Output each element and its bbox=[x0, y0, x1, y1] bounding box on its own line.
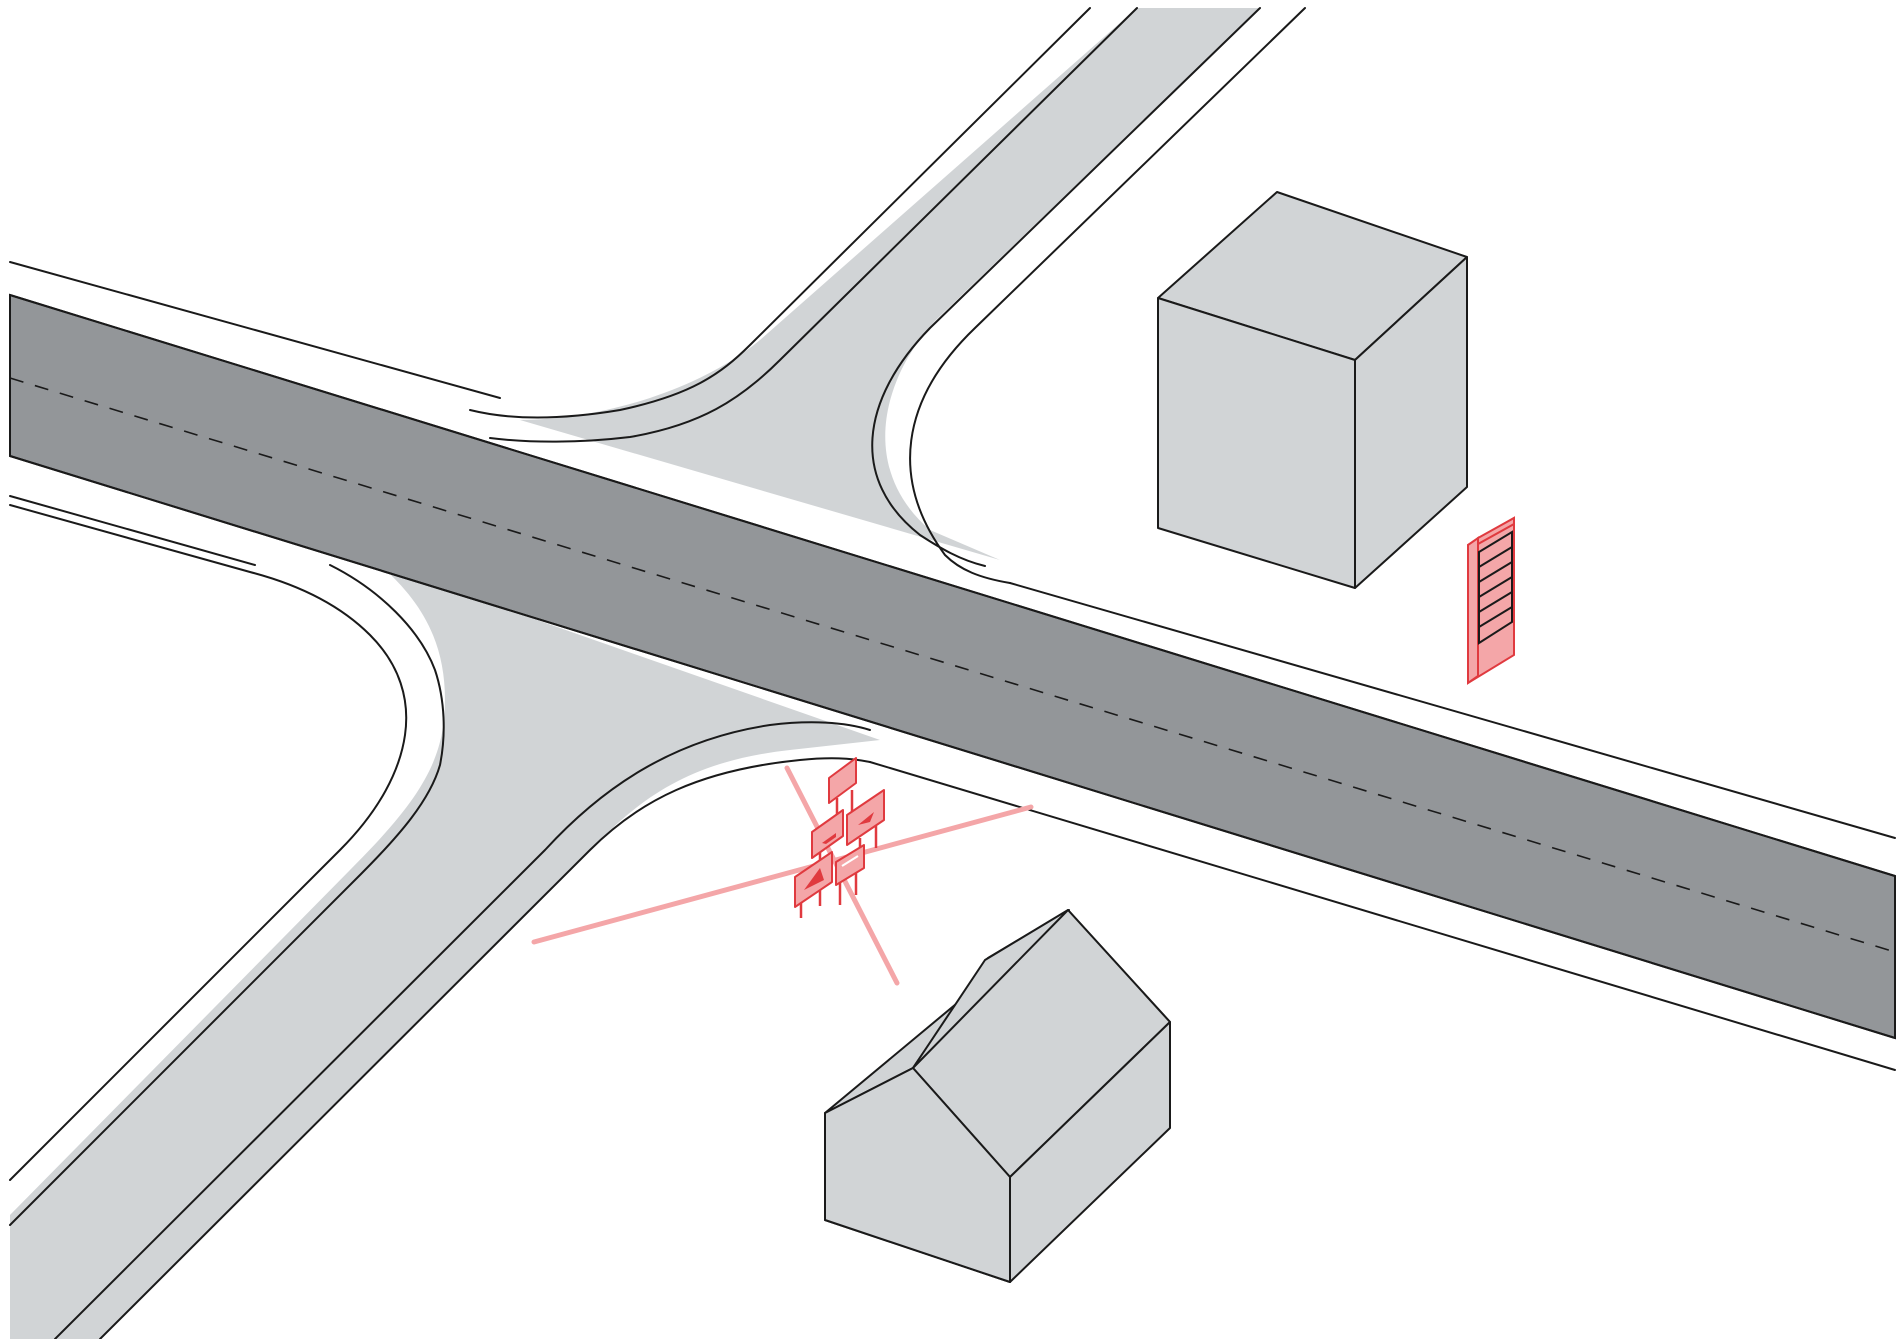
house bbox=[824, 909, 1171, 1283]
main-road bbox=[9, 293, 1896, 1040]
block-building bbox=[1157, 191, 1468, 589]
kerb-lines bbox=[9, 294, 1896, 1039]
side-road-north bbox=[469, 7, 1306, 584]
sign-cluster bbox=[794, 757, 885, 918]
side-road-south bbox=[9, 504, 880, 1339]
signpost-icon bbox=[835, 844, 865, 905]
main-road-footpaths bbox=[9, 261, 1896, 1071]
signpost-icon bbox=[794, 851, 833, 918]
billboard-icon bbox=[1467, 516, 1515, 685]
